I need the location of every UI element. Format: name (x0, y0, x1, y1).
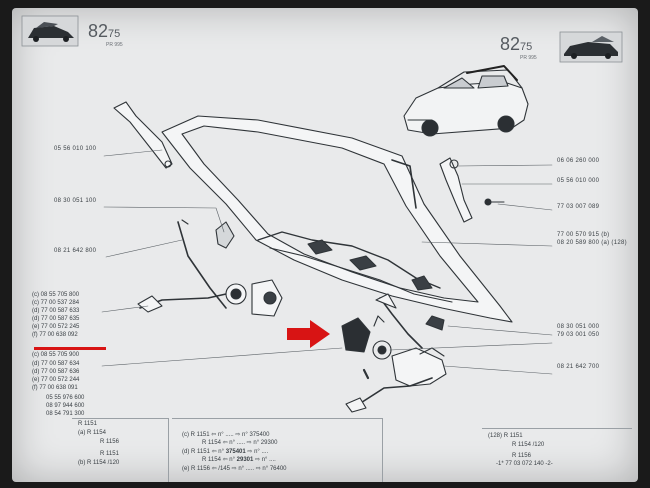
part-list-item: 08 97 944 600 (46, 403, 85, 409)
part-number: 77 00 570 915 (b) (557, 232, 610, 238)
page-code-left: PR 995 (106, 42, 123, 48)
tailgate-frame (161, 115, 513, 323)
bracket-left (215, 221, 235, 249)
part-number: 79 03 001 050 (557, 332, 600, 338)
page-code-right: PR 995 (520, 55, 537, 61)
footer-row: R 1151 (100, 451, 119, 457)
part-list-item: (d) 77 00 587 634 (32, 361, 80, 367)
footer-row: -1* 77 03 072 140 -2- (496, 461, 553, 467)
part-number: 77 03 007 089 (557, 204, 600, 210)
car-thumbnail-left (21, 15, 79, 47)
hinge-upper-right (439, 157, 505, 223)
part-number: 08 21 642 800 (54, 248, 97, 254)
part-list-item: (c) 08 55 705 800 (32, 292, 80, 298)
part-list-item: (e) 77 00 572 244 (32, 377, 80, 383)
part-number: 08 20 589 800 (a) (128) (557, 240, 627, 246)
footer-table-mid: (c) R 1151 ⇦ n° ..... ⇨ n° 375400 R 1154… (172, 418, 383, 482)
part-list-item: (d) 77 00 587 636 (32, 369, 80, 375)
part-number: 08 30 051 100 (54, 198, 97, 204)
strut-right (341, 293, 447, 413)
part-number: 05 56 010 000 (557, 178, 600, 184)
part-list-item: (d) 77 00 587 633 (32, 308, 80, 314)
car-illustration (403, 65, 529, 137)
footer-row: R 1154 /120 (512, 442, 545, 448)
footer-row: (128) R 1151 (488, 433, 523, 439)
part-list-item: (c) 77 00 537 284 (32, 300, 80, 306)
footer-table-left: R 1151 (a) R 1154 R 1156 R 1151 (b) R 11… (72, 418, 169, 482)
hinge-upper-left (113, 101, 173, 169)
manual-page: 8275 PR 995 8275 PR 995 (12, 8, 638, 482)
leader-lines (101, 149, 553, 375)
footer-row: R 1156 (512, 453, 531, 459)
part-number: 06 06 260 000 (557, 158, 600, 164)
exploded-diagram (101, 65, 553, 413)
car-thumbnail-right (559, 31, 623, 63)
footer-row: R 1154 ⇦ n° 29301 ⇨ n° .... (202, 457, 276, 463)
footer-table-right: (128) R 1151 R 1154 /120 R 1156 -1* 77 0… (482, 428, 632, 482)
part-list-item: (e) 77 00 572 245 (32, 324, 80, 330)
footer-row: (c) R 1151 ⇦ n° ..... ⇨ n° 375400 (182, 432, 270, 438)
part-list-item: (f) 77 00 638 092 (32, 332, 78, 338)
red-arrow (287, 320, 330, 348)
part-list-item: (d) 77 00 587 635 (32, 316, 80, 322)
footer-row: R 1156 (100, 439, 119, 445)
strut-left (137, 219, 283, 317)
part-list-item: 08 54 791 300 (46, 411, 85, 417)
footer-row: (a) R 1154 (78, 430, 106, 436)
footer-row: R 1151 (78, 421, 97, 427)
part-list-item: (c) 08 55 705 900 (32, 352, 80, 358)
page-number-left: 8275 (88, 21, 121, 41)
highlight-underline (34, 347, 106, 350)
part-number: 08 21 642 700 (557, 364, 600, 370)
part-number: 08 30 051 000 (557, 324, 600, 330)
part-list-item: 05 55 976 600 (46, 395, 85, 401)
footer-row: (d) R 1151 ⇦ n° 375401 ⇨ n° .... (182, 449, 269, 455)
page-number-right: 8275 (500, 34, 533, 54)
footer-row: R 1154 ⇦ n° ..... ⇨ n° 29300 (202, 440, 278, 446)
part-number: 05 56 010 100 (54, 146, 97, 152)
footer-row: (e) R 1156 ⇦ /145 ⇨ n° ..... ⇨ n° 76400 (182, 466, 287, 472)
part-list-item: (f) 77 00 638 091 (32, 385, 78, 391)
footer-row: (b) R 1154 /120 (78, 460, 120, 466)
